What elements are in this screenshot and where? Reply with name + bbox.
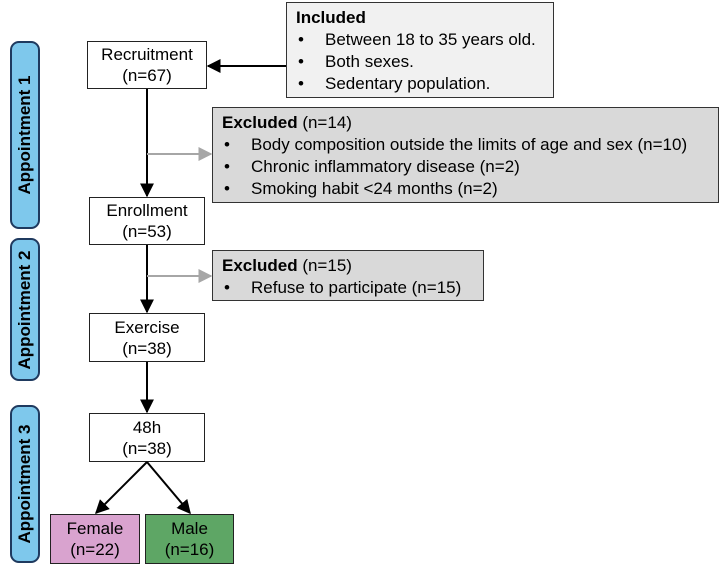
48h-to-male-arrow xyxy=(146,461,191,515)
excluded-box-1: Excluded (n=14) Body composition outside… xyxy=(212,107,719,203)
enrollment-box: Enrollment (n=53) xyxy=(89,197,205,245)
recruitment-title: Recruitment xyxy=(101,45,193,64)
excluded-2-count: (n=15) xyxy=(297,256,352,275)
recruitment-count: (n=67) xyxy=(122,66,172,85)
excluded-2-heading: Excluded (n=15) xyxy=(222,255,475,277)
48h-count: (n=38) xyxy=(122,438,172,458)
excluded-1-label: Excluded xyxy=(222,113,298,132)
male-title: Male xyxy=(171,519,208,538)
appointment-1-label: Appointment 1 xyxy=(15,75,34,195)
list-item: Refuse to participate (n=15) xyxy=(222,277,475,299)
excluded-2-label: Excluded xyxy=(222,256,298,275)
included-list: Between 18 to 35 years old. Both sexes. … xyxy=(296,29,545,95)
48h-title: 48h xyxy=(132,417,162,437)
female-title: Female xyxy=(66,519,124,538)
appointment-2-bar: Appointment 2 xyxy=(10,238,40,381)
female-box: Female (n=22) xyxy=(50,514,140,564)
excluded-box-2: Excluded (n=15) Refuse to participate (n… xyxy=(212,250,484,301)
excluded-1-heading: Excluded (n=14) xyxy=(222,112,710,134)
appointment-3-bar: Appointment 3 xyxy=(10,405,40,563)
list-item: Smoking habit <24 months (n=2) xyxy=(222,178,710,200)
appointment-2-label: Appointment 2 xyxy=(15,250,34,369)
excluded-1-list: Body composition outside the limits of a… xyxy=(222,134,710,200)
list-item: Sedentary population. xyxy=(296,73,545,95)
list-item: Chronic inflammatory disease (n=2) xyxy=(222,156,710,178)
exercise-title: Exercise xyxy=(114,317,180,337)
male-count: (n=16) xyxy=(164,540,215,559)
list-item: Between 18 to 35 years old. xyxy=(296,29,545,51)
appointment-1-bar: Appointment 1 xyxy=(10,41,40,229)
enrollment-title: Enrollment xyxy=(106,201,188,220)
exercise-box: Exercise (n=38) xyxy=(89,313,205,362)
enrollment-count: (n=53) xyxy=(122,222,172,241)
female-count: (n=22) xyxy=(70,540,120,559)
exercise-count: (n=38) xyxy=(122,338,172,358)
appointment-3-label: Appointment 3 xyxy=(15,424,34,544)
excluded-2-list: Refuse to participate (n=15) xyxy=(222,277,475,299)
list-item: Body composition outside the limits of a… xyxy=(222,134,710,156)
48h-to-female-arrow xyxy=(95,461,148,514)
male-box: Male (n=16) xyxy=(145,514,234,564)
48h-box: 48h (n=38) xyxy=(89,413,205,462)
list-item: Both sexes. xyxy=(296,51,545,73)
recruitment-box: Recruitment (n=67) xyxy=(87,41,207,89)
included-box: Included Between 18 to 35 years old. Bot… xyxy=(286,2,554,98)
included-heading: Included xyxy=(296,8,366,27)
excluded-1-count: (n=14) xyxy=(297,113,352,132)
